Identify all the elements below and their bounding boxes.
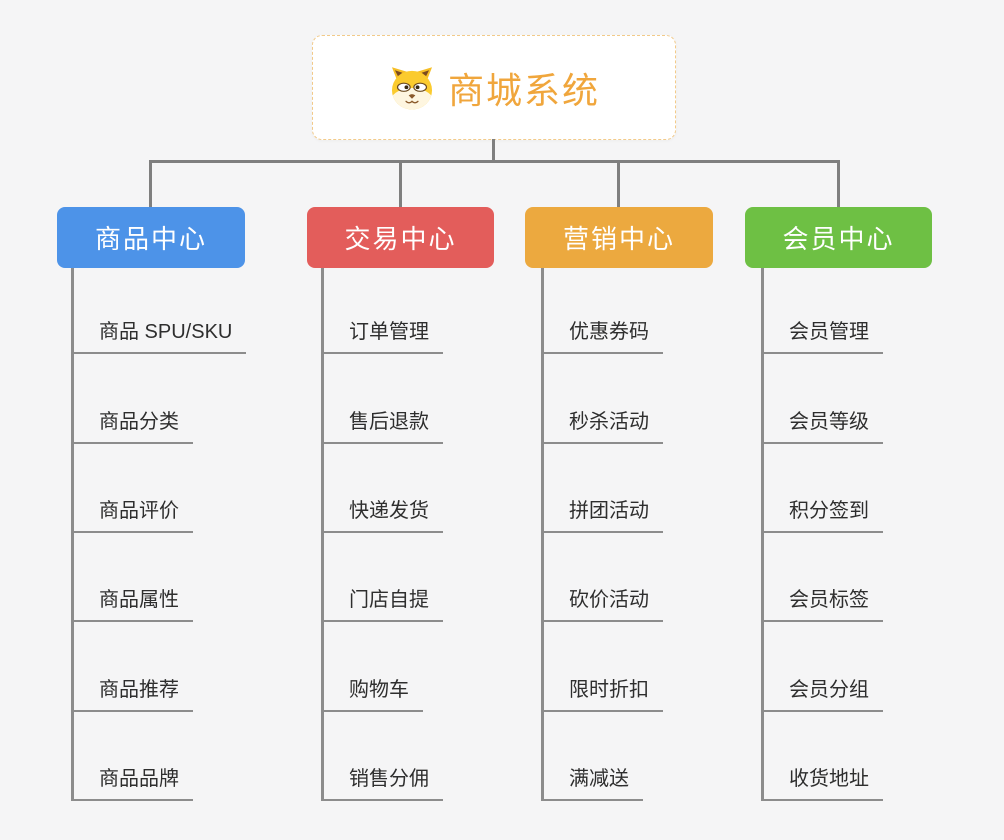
leaf-bargain-activity[interactable]: 砍价活动: [541, 589, 663, 622]
connector-drop-trade: [399, 160, 402, 208]
leaf-member-groups[interactable]: 会员分组: [761, 679, 883, 712]
leaf-shopping-cart[interactable]: 购物车: [321, 679, 423, 712]
connector-root-stem: [492, 139, 495, 162]
leaf-member-management[interactable]: 会员管理: [761, 321, 883, 354]
connector-trunk-members: [761, 268, 764, 801]
leaf-express-shipping[interactable]: 快递发货: [321, 500, 443, 533]
root-title: 商城系统: [447, 69, 600, 111]
branch-header-member-center[interactable]: 会员中心: [745, 207, 932, 268]
leaf-member-level[interactable]: 会员等级: [761, 411, 883, 444]
leaf-spend-and-save[interactable]: 满减送: [541, 768, 643, 801]
leaf-product-recommend[interactable]: 商品推荐: [71, 679, 193, 712]
leaf-limited-time-discount[interactable]: 限时折扣: [541, 679, 663, 712]
leaf-product-spu-sku[interactable]: 商品 SPU/SKU: [71, 321, 247, 354]
connector-drop-products: [149, 160, 152, 208]
connector-drop-marketing: [617, 160, 620, 208]
branch-header-trade-center[interactable]: 交易中心: [307, 207, 494, 268]
leaf-after-sale-refund[interactable]: 售后退款: [321, 411, 443, 444]
leaf-group-buying[interactable]: 拼团活动: [541, 500, 663, 533]
leaf-coupon-codes[interactable]: 优惠券码: [541, 321, 663, 354]
leaf-product-attribute[interactable]: 商品属性: [71, 589, 193, 622]
connector-trunk-products: [71, 268, 74, 801]
connector-main-horizontal: [149, 160, 839, 163]
leaf-sales-commission[interactable]: 销售分佣: [321, 768, 443, 801]
leaf-shipping-address[interactable]: 收货地址: [761, 768, 883, 801]
leaf-order-management[interactable]: 订单管理: [321, 321, 443, 354]
root-node-mall-system[interactable]: 商城系统: [312, 35, 676, 140]
leaf-store-pickup[interactable]: 门店自提: [321, 589, 443, 622]
dog-face-icon: [391, 66, 433, 110]
connector-drop-members: [837, 160, 840, 208]
branch-header-marketing-center[interactable]: 营销中心: [525, 207, 713, 268]
leaf-flash-sale[interactable]: 秒杀活动: [541, 411, 663, 444]
leaf-product-brand[interactable]: 商品品牌: [71, 768, 193, 801]
leaf-product-category[interactable]: 商品分类: [71, 411, 193, 444]
leaf-product-review[interactable]: 商品评价: [71, 500, 193, 533]
leaf-points-checkin[interactable]: 积分签到: [761, 500, 883, 533]
leaf-member-tags[interactable]: 会员标签: [761, 589, 883, 622]
branch-header-product-center[interactable]: 商品中心: [57, 207, 245, 268]
connector-trunk-trade: [321, 268, 324, 801]
connector-trunk-marketing: [541, 268, 544, 801]
